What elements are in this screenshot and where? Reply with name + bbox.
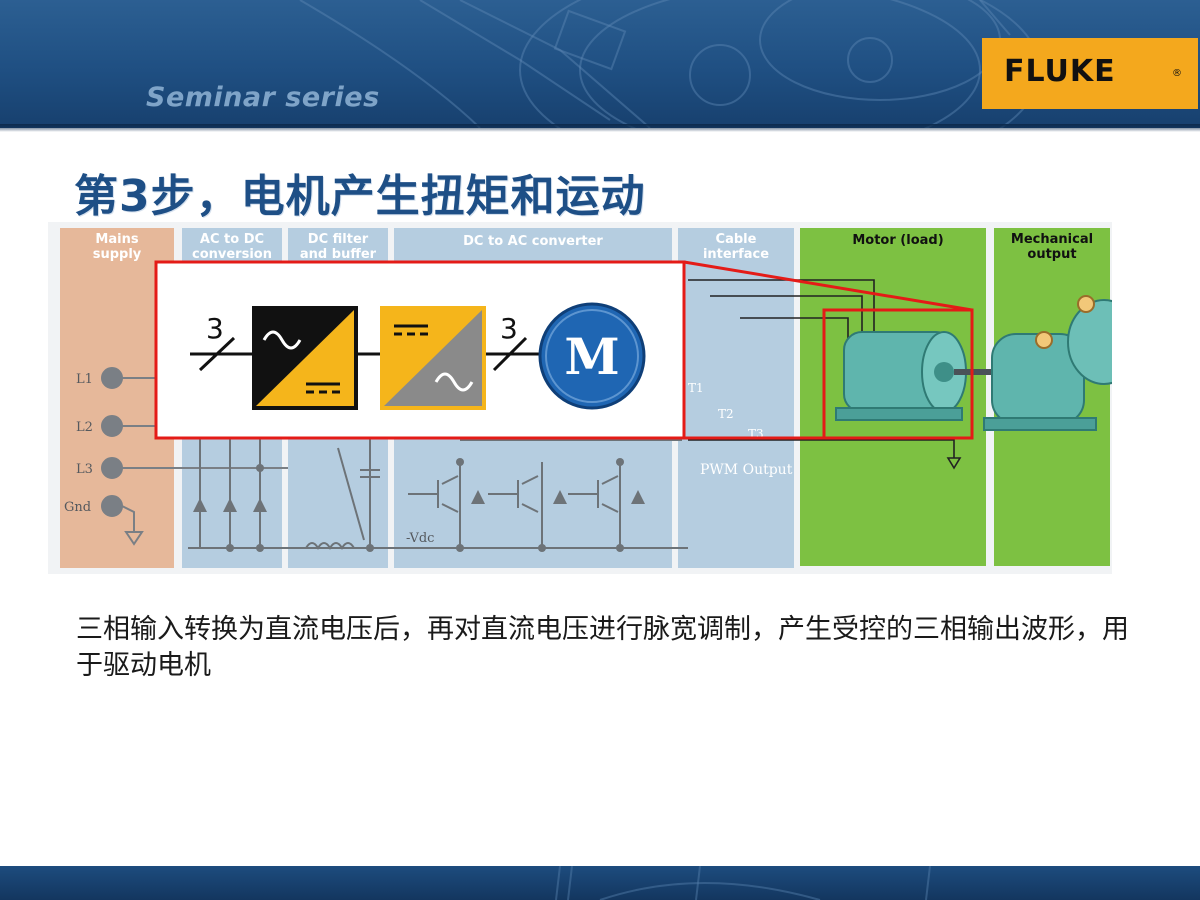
phase-in-count: 3: [206, 312, 224, 345]
mech-label-2: output: [1027, 247, 1076, 262]
motor-zone-label: Motor (load): [852, 233, 943, 248]
output-t2: T2: [718, 407, 734, 421]
mechanical-load-illustration: [983, 295, 1112, 431]
dc-ac-block-icon: [380, 306, 486, 410]
mains-label-1: Mains: [95, 232, 138, 247]
input-gnd: Gnd: [64, 500, 91, 515]
vdc-label: -Vdc: [406, 531, 434, 546]
output-t1: T1: [688, 381, 704, 395]
fluke-logo: FLUKE ®: [982, 38, 1198, 109]
diode-3: [253, 498, 267, 512]
mains-label-2: supply: [93, 247, 142, 262]
dcac-label: DC to AC converter: [463, 234, 603, 249]
header-shadow: [0, 124, 1200, 132]
acdc-label-2: conversion: [192, 247, 272, 262]
callout-box: 3 3 M: [154, 260, 686, 440]
logo-text: FLUKE: [1004, 54, 1116, 89]
diode-1: [193, 498, 207, 512]
cable-label-2: interface: [703, 247, 769, 262]
footer-pattern: [555, 866, 931, 900]
vfd-diagram: Mains supply AC to DC conversion DC filt…: [48, 222, 1112, 574]
terminal-gnd: [101, 495, 123, 517]
phase-out-count: 3: [500, 312, 518, 345]
igbt-diode-1: [471, 490, 485, 504]
seminar-series-label: Seminar series: [146, 82, 380, 113]
terminal-l1: [101, 367, 123, 389]
registered-mark: ®: [1172, 68, 1182, 79]
filter-label-1: DC filter: [308, 232, 369, 247]
motor-letter: M: [564, 327, 619, 386]
terminal-l2: [101, 415, 123, 437]
diode-2: [223, 498, 237, 512]
slide-description: 三相输入转换为直流电压后，再对直流电压进行脉宽调制，产生受控的三相输出波形，用于…: [76, 614, 1129, 681]
filter-label-2: and buffer: [300, 247, 377, 262]
slide-title: 第3步，电机产生扭矩和运动: [74, 171, 646, 222]
input-l1: L1: [76, 372, 93, 387]
input-l3: L3: [76, 462, 93, 477]
acdc-label-1: AC to DC: [200, 232, 264, 247]
footer-banner: [0, 866, 1200, 900]
zone-cable: [678, 228, 794, 568]
motor-symbol-icon: M: [538, 302, 646, 410]
pwm-output-label: PWM Output: [700, 462, 793, 478]
terminal-l3: [101, 457, 123, 479]
igbt-diode-2: [553, 490, 567, 504]
cable-label-1: Cable: [716, 232, 757, 247]
ac-dc-block-icon: [252, 306, 358, 410]
motor-highlight-box: [822, 308, 974, 440]
motor-illustration: [835, 331, 992, 421]
input-l2: L2: [76, 420, 93, 435]
mech-label-1: Mechanical: [1011, 232, 1093, 247]
header-banner: Seminar series FLUKE ®: [0, 0, 1200, 128]
igbt-diode-3: [631, 490, 645, 504]
